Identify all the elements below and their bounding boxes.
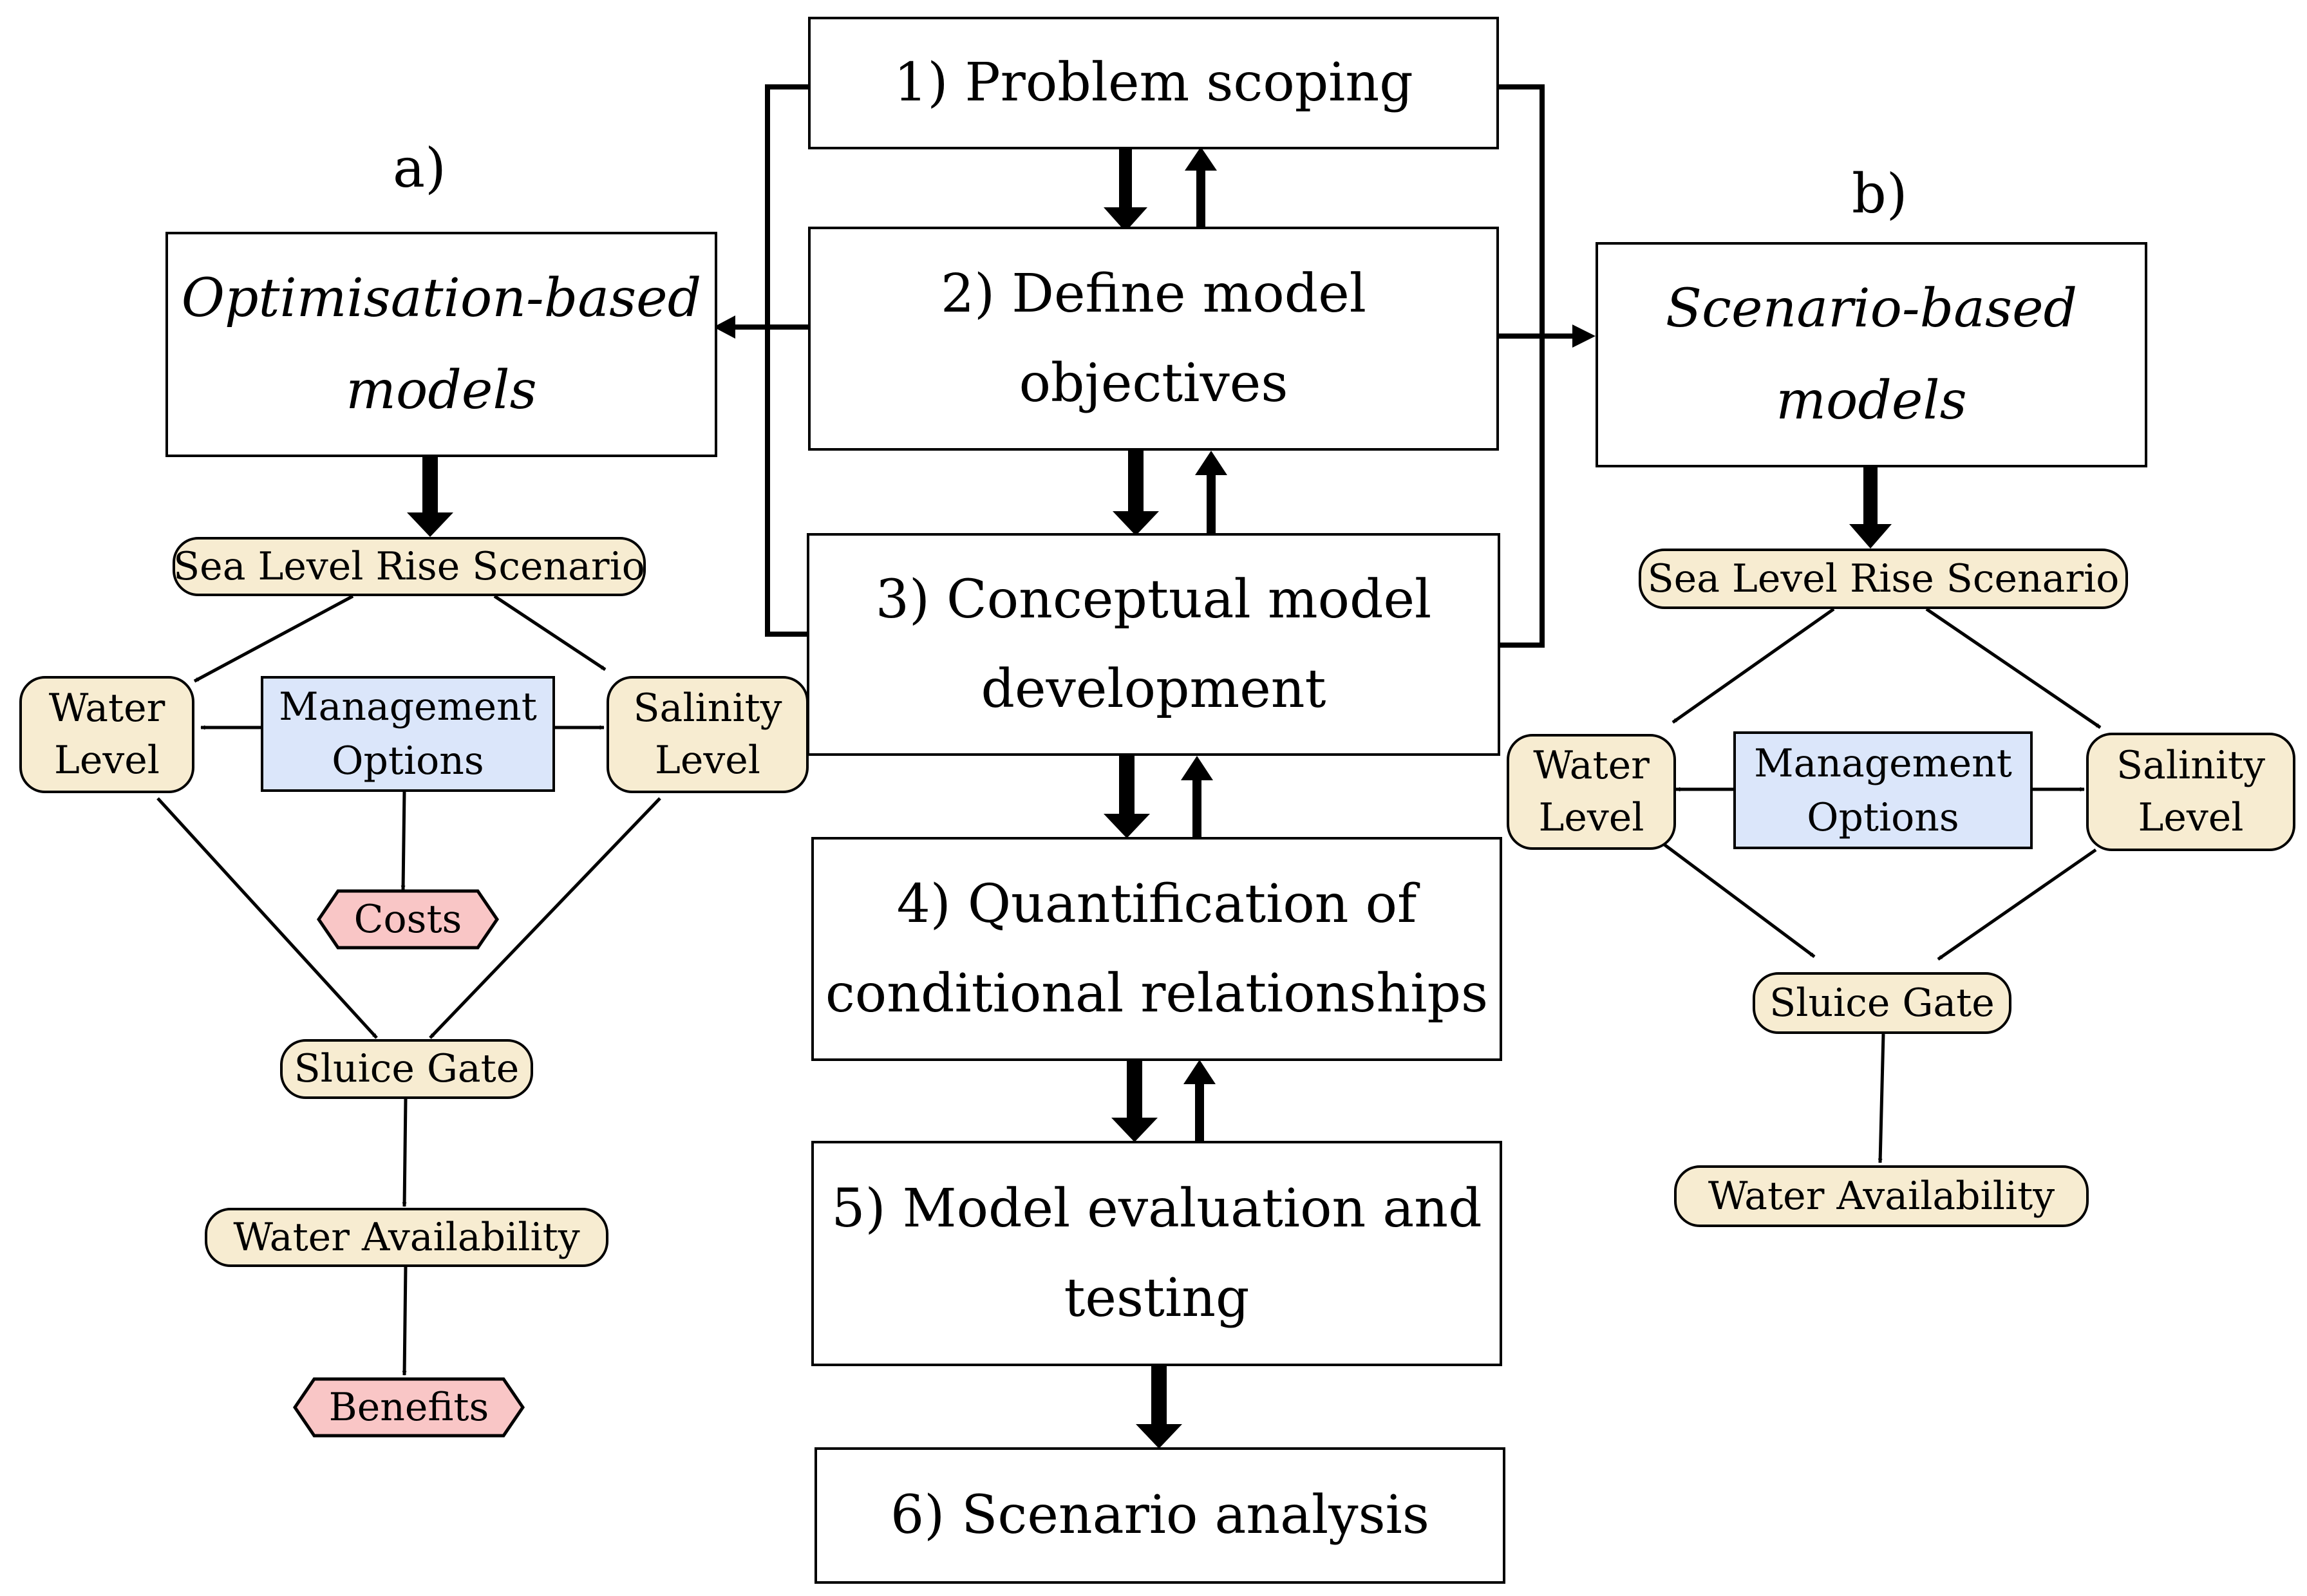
a-model-box: Optimisation-based models [165, 232, 717, 457]
step-4-line-2: conditional relationships [825, 963, 1489, 1024]
up-arrow-5-4 [1183, 1060, 1216, 1141]
b-connectors [1663, 607, 2102, 1163]
b-model-box: Scenario-based models [1596, 242, 2147, 467]
a-model-line-2: models [346, 360, 537, 421]
a-management-options-node: Management Options [261, 676, 555, 792]
up-arrow-4-3 [1181, 756, 1213, 838]
b-model-down-arrow [1849, 467, 1892, 549]
down-arrow-2-3 [1113, 451, 1159, 536]
a-sluice-gate-node: Sluice Gate [280, 1039, 533, 1099]
left-bracket-arrowhead [713, 315, 735, 339]
step-3-line-2: development [981, 659, 1326, 720]
down-arrow-1-2 [1104, 147, 1147, 232]
step-4-box: 4) Quantification of conditional relatio… [811, 837, 1502, 1061]
a-benefits-label: Benefits [328, 1385, 489, 1430]
step-2-line-1: 2) Define model [941, 263, 1366, 324]
right-bracket-arrowhead [1572, 324, 1596, 348]
step-5-line-1: 5) Model evaluation and [831, 1178, 1482, 1239]
left-bracket [731, 84, 813, 637]
benefits-hexagon [292, 1377, 525, 1438]
a-connectors [156, 594, 661, 1376]
step-flow-arrows [1104, 147, 1227, 1449]
step-5-line-2: testing [1064, 1268, 1250, 1329]
costs-hexagon [316, 889, 500, 950]
b-sluice-gate-node: Sluice Gate [1753, 972, 2011, 1034]
panel-b-label: b) [1852, 162, 1908, 225]
step-1-label: 1) Problem scoping [894, 52, 1413, 114]
b-model-line-2: models [1776, 370, 1967, 431]
up-arrow-3-2 [1195, 451, 1227, 534]
down-arrow-4-5 [1111, 1060, 1158, 1142]
up-arrow-2-1 [1185, 147, 1217, 229]
b-salinity-level-node: Salinity Level [2086, 733, 2295, 851]
step-2-line-2: objectives [1019, 353, 1288, 414]
step-6-box: 6) Scenario analysis [815, 1447, 1505, 1584]
a-model-line-1: Optimisation-based [181, 267, 702, 329]
b-sea-level-rise-node: Sea Level Rise Scenario [1639, 549, 2128, 609]
step-3-line-1: 3) Conceptual model [875, 568, 1432, 630]
right-bracket [1498, 84, 1575, 648]
down-arrow-5-6 [1136, 1365, 1182, 1449]
a-model-down-arrow [407, 457, 453, 537]
b-water-availability-node: Water Availability [1674, 1165, 2089, 1227]
panel-a-label: a) [393, 136, 446, 200]
b-water-level-node: Water Level [1507, 734, 1676, 850]
a-sea-level-rise-node: Sea Level Rise Scenario [173, 537, 646, 596]
a-water-availability-node: Water Availability [205, 1208, 608, 1267]
step-6-label: 6) Scenario analysis [890, 1485, 1429, 1546]
b-management-options-node: Management Options [1733, 731, 2033, 849]
a-water-level-node: Water Level [19, 676, 194, 793]
step-2-box: 2) Define model objectives [808, 227, 1499, 451]
a-costs-label: Costs [353, 897, 462, 942]
a-salinity-level-node: Salinity Level [607, 676, 809, 793]
down-arrow-3-4 [1104, 755, 1150, 838]
step-3-box: 3) Conceptual model development [807, 533, 1500, 756]
step-5-box: 5) Model evaluation and testing [811, 1141, 1502, 1366]
b-model-line-1: Scenario-based [1665, 277, 2078, 339]
step-1-box: 1) Problem scoping [808, 17, 1499, 149]
step-4-line-1: 4) Quantification of [896, 873, 1417, 935]
